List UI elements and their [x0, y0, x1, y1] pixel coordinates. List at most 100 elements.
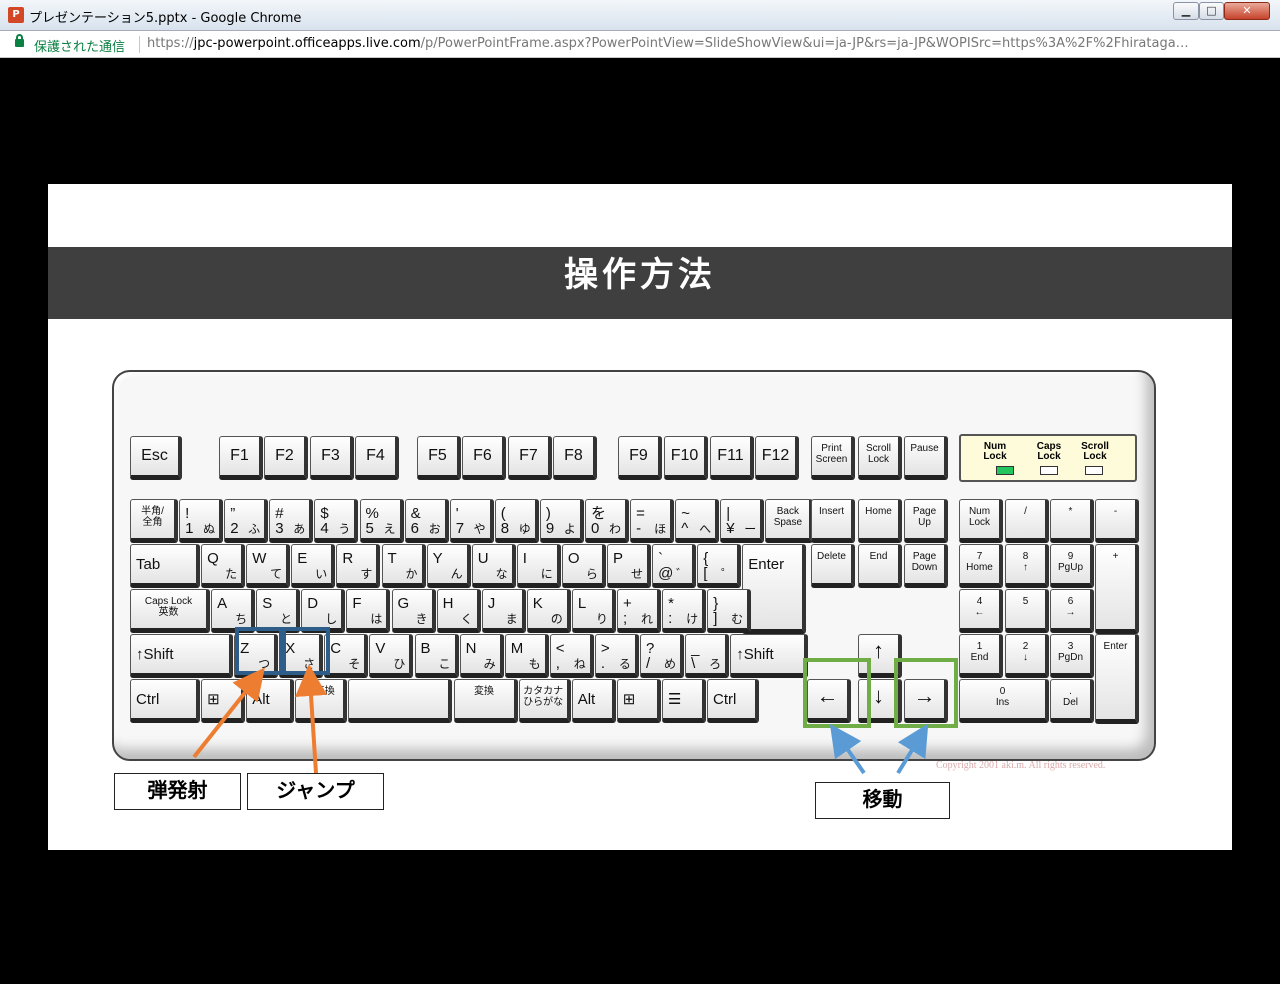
- key-kana: ふ: [248, 522, 261, 536]
- key-numpad-key: /: [1005, 499, 1049, 543]
- minimize-button[interactable]: ▁: [1173, 2, 1199, 20]
- key-label: Z: [240, 640, 250, 657]
- key-numpad-2: 2 ↓: [1005, 634, 1049, 678]
- key-num-12: ~ ^へ: [675, 499, 720, 543]
- key-label: ⊞: [207, 691, 220, 708]
- key-insert: Insert: [811, 499, 855, 543]
- key-label: F4: [366, 447, 385, 464]
- key-f6: F6: [462, 436, 506, 480]
- key-scroll-lock: Scroll Lock: [858, 436, 902, 480]
- key-kana: よ: [563, 522, 576, 536]
- key-label: X: [285, 640, 296, 657]
- key-label: F6: [473, 447, 492, 464]
- key-label: Page Down: [911, 551, 938, 573]
- key-kana: や: [473, 522, 486, 536]
- caps-lock-led: [1040, 466, 1058, 475]
- key-label: End: [869, 551, 888, 562]
- key-top-key: { [゜: [697, 544, 742, 588]
- address-bar[interactable]: 保護された通信 https://jpc-powerpoint.officeapp…: [0, 31, 1280, 58]
- num-lock-led: [996, 466, 1014, 475]
- key-label: # 3: [275, 505, 284, 537]
- key-label: カタカナ ひらがな: [523, 686, 564, 708]
- key-kana: む: [731, 612, 744, 626]
- key-label: ←: [816, 683, 839, 708]
- key-label: ' 7: [455, 505, 465, 537]
- key-f3: F3: [310, 436, 354, 480]
- key-numpad-9-pgup: 9 PgUp: [1050, 544, 1094, 588]
- lock-icon[interactable]: [15, 34, 24, 47]
- key-label: 半角/ 全角: [141, 506, 164, 528]
- key-kana: き: [415, 612, 428, 626]
- key-kana: ひ: [393, 657, 406, 671]
- key-kana: ー: [744, 522, 757, 536]
- key-label: Insert: [818, 506, 844, 517]
- key-num-7: ' 7 や: [449, 499, 494, 543]
- key-label: W: [252, 550, 267, 567]
- maximize-button[interactable]: □: [1199, 2, 1224, 20]
- key-label: R: [342, 550, 354, 567]
- key-label: Home: [865, 506, 892, 517]
- key-label: M: [510, 640, 524, 657]
- key-bottom-key: > .る: [594, 634, 639, 678]
- key-f12: F12: [755, 436, 799, 480]
- key-f4: F4: [355, 436, 399, 480]
- key-label: Caps Lock 英数: [144, 596, 193, 618]
- key-label: F5: [428, 447, 447, 464]
- key-kana: ん: [450, 567, 463, 581]
- fire-arrow: [192, 667, 265, 759]
- key-label: F2: [275, 447, 294, 464]
- key-kana: り: [595, 612, 608, 626]
- key-bottom-shift: ↑Shift: [730, 634, 809, 678]
- key-kana: は: [370, 612, 383, 626]
- key-page-up: Page Up: [904, 499, 948, 543]
- move-left-arrow: [829, 723, 866, 775]
- key-f8: F8: [553, 436, 597, 480]
- led-panel: Num Lock Caps Lock Scroll Lock: [959, 434, 1137, 482]
- key-kana: る: [618, 657, 631, 671]
- key-numpad-0-ins: 0 Ins: [959, 679, 1049, 723]
- key-label: $ 4: [320, 505, 329, 537]
- key-label: ↓: [873, 683, 884, 708]
- key-label: *: [1068, 506, 1073, 517]
- key-label: Esc: [141, 447, 168, 464]
- key-label: F3: [321, 447, 340, 464]
- key-label: 7 Home: [966, 551, 993, 573]
- key-label: ⊞: [622, 691, 636, 708]
- key-space-ctrl-0: Ctrl: [130, 679, 200, 723]
- key-numpad-del: . Del: [1050, 679, 1094, 723]
- key-kana: ぬ: [203, 522, 216, 536]
- key-label: G: [397, 595, 410, 612]
- close-button[interactable]: ✕: [1224, 2, 1270, 20]
- key-label: ? /: [646, 640, 655, 672]
- key-num-14: Back Spase: [765, 499, 814, 543]
- key-label: 6 →: [1065, 596, 1076, 618]
- key-numpad-enter: Enter: [1095, 634, 1139, 724]
- key-label: N: [465, 640, 477, 657]
- slide-title: 操作方法: [564, 255, 716, 295]
- url-text[interactable]: https://jpc-powerpoint.officeapps.live.c…: [147, 36, 1267, 51]
- key-kana: ゜: [721, 567, 734, 581]
- window-title: プレゼンテーション5.pptx - Google Chrome: [29, 11, 302, 26]
- key-kana: れ: [640, 612, 653, 626]
- key-space-ctrl-10: Ctrl: [707, 679, 759, 723]
- key-top-key: ` @゛: [652, 544, 697, 588]
- key-label: + ;: [623, 595, 632, 627]
- move-right-arrow: [896, 723, 929, 775]
- key-num-13: | ¥ー: [720, 499, 765, 543]
- secure-label[interactable]: 保護された通信: [34, 40, 126, 55]
- key-label: I: [522, 550, 527, 567]
- key-label: * :: [668, 595, 674, 627]
- key-home: Home: [858, 499, 902, 543]
- key-page-down: Page Down: [904, 544, 948, 588]
- key-kana: か: [405, 567, 418, 581]
- key-label: F1: [230, 447, 249, 464]
